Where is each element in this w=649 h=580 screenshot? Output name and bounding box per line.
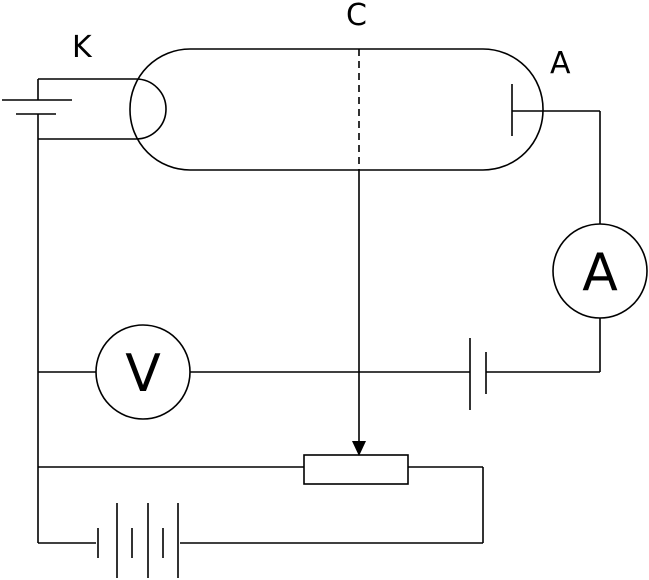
tube-envelope	[129, 48, 544, 171]
rheostat-slider-arrow	[352, 441, 366, 456]
ammeter-label: A	[582, 243, 618, 303]
cathode-label: K	[72, 30, 93, 65]
anode-label: A	[550, 46, 571, 81]
cathode-filament	[38, 78, 167, 140]
voltmeter-label: V	[125, 344, 161, 404]
grid-label: C	[346, 0, 367, 33]
rheostat	[303, 454, 409, 485]
